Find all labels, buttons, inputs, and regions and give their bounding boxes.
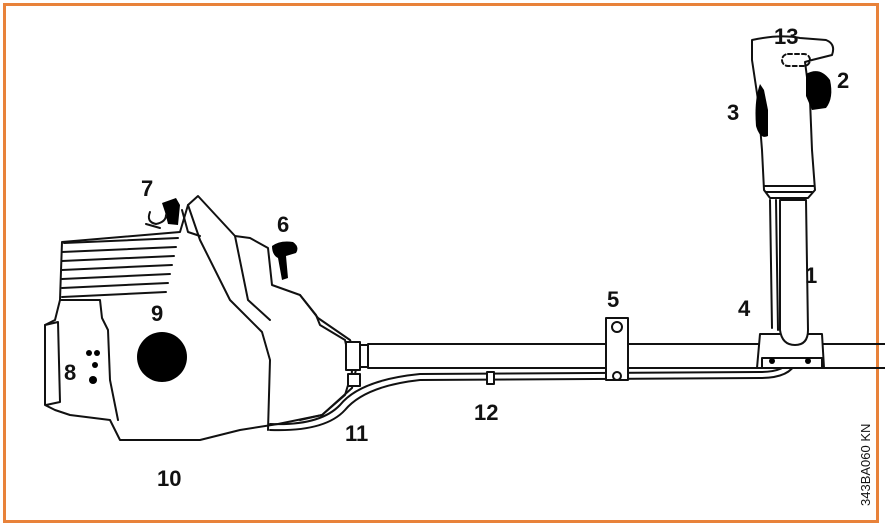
handle-tube xyxy=(769,199,809,346)
label-7: 7 xyxy=(141,176,154,201)
barrier-bracket xyxy=(605,317,629,381)
starter-grip xyxy=(272,241,298,280)
control-handle xyxy=(751,35,835,199)
label-6: 6 xyxy=(277,212,290,237)
drawing-code: 343BA060 KN xyxy=(858,423,873,506)
engine-housing xyxy=(44,195,359,441)
handle-mount xyxy=(756,333,825,369)
label-1: 1 xyxy=(805,263,818,288)
throttle-cable xyxy=(269,359,797,432)
label-10: 10 xyxy=(157,466,182,491)
choke-lever xyxy=(145,198,180,229)
label-2: 2 xyxy=(837,68,850,93)
label-11: 11 xyxy=(345,421,369,446)
label-8: 8 xyxy=(64,360,77,385)
gearbox-coupling xyxy=(345,341,369,387)
label-4: 4 xyxy=(738,296,751,321)
cooling-fins xyxy=(61,237,179,298)
label-9: 9 xyxy=(151,301,164,326)
label-12: 12 xyxy=(474,400,499,425)
label-13: 13 xyxy=(774,24,799,49)
fuel-cap-disc xyxy=(137,332,187,382)
label-5: 5 xyxy=(607,287,620,312)
label-3: 3 xyxy=(727,100,740,125)
primer-dots xyxy=(86,350,100,384)
